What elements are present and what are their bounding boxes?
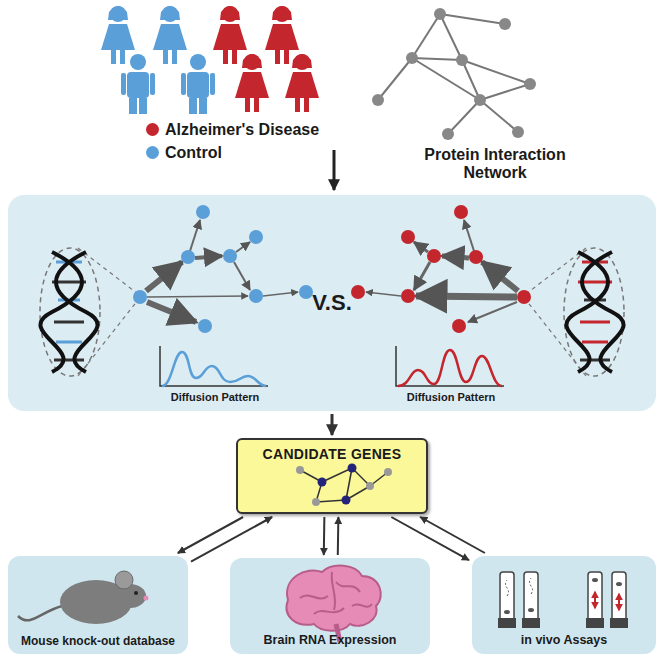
dna-left — [40, 248, 138, 376]
comparison-panel: V.S. — [8, 195, 656, 411]
flow-arrow — [331, 414, 334, 435]
text-group: Brain RNA Expression — [236, 633, 424, 648]
ad-figures — [213, 6, 319, 112]
node-text: Mouse knock-out database — [14, 634, 182, 648]
flow-arrow — [323, 517, 326, 555]
mouse-icon — [18, 571, 149, 624]
flow-arrow — [420, 517, 485, 553]
diffusion-network-right — [366, 220, 518, 322]
diffusion-nodes-left — [133, 205, 313, 333]
legend-swatch — [146, 123, 159, 136]
control-figures — [101, 6, 215, 114]
legend-text: Alzheimer's Disease — [165, 120, 319, 139]
legend-swatch — [146, 146, 159, 159]
flow-arrow — [333, 150, 336, 190]
chart-label: Diffusion Pattern — [150, 391, 280, 404]
node-text: Brain RNA Expression — [236, 633, 424, 648]
fly-vials — [498, 572, 628, 628]
chart-label: Diffusion Pattern — [386, 391, 516, 404]
candidate-box: CANDIDATE GENES — [236, 438, 428, 514]
protein-nodes — [372, 8, 536, 140]
diffusion-chart-left — [160, 346, 268, 386]
diffusion-chart-right — [396, 346, 504, 386]
text-group: Mouse knock-out database — [14, 634, 182, 648]
brain-icon — [287, 566, 381, 642]
dna-right — [526, 248, 624, 376]
text-group: CANDIDATE GENES — [244, 446, 420, 463]
flow-arrow — [178, 517, 243, 553]
candidate-network — [296, 464, 392, 507]
node-text: in vivo Assays — [478, 633, 650, 648]
text-group: in vivo Assays — [478, 633, 650, 648]
legend-text: Control — [165, 143, 222, 162]
diffusion-network-left — [146, 220, 298, 322]
network-label: Protein Interaction Network — [410, 146, 580, 183]
text-group: V.S. — [14, 290, 650, 316]
flow-arrow — [191, 517, 272, 562]
protein-network — [378, 14, 530, 134]
node-text: V.S. — [14, 290, 650, 316]
node-text: CANDIDATE GENES — [244, 446, 420, 463]
diffusion-nodes-right — [351, 205, 531, 333]
flow-arrow — [337, 517, 340, 555]
